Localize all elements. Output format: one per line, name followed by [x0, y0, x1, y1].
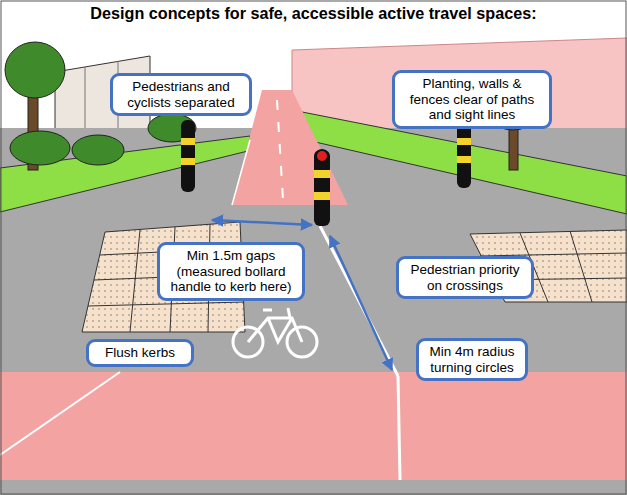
bollard [181, 120, 195, 192]
callout-box: Pedestrians and cyclists separated [110, 73, 252, 116]
lane-marking [277, 100, 283, 200]
callout-text: Min 4m radius turning circles [425, 344, 519, 375]
near-cycle-track [0, 372, 627, 480]
callout-text: Pedestrians and cyclists separated [119, 79, 243, 110]
callout-text: Pedestrian priority on crossings [405, 262, 525, 293]
callout-text: Flush kerbs [95, 345, 185, 361]
bollard [457, 120, 471, 188]
lane-edge [320, 226, 398, 376]
lane-edge [398, 376, 400, 480]
callout-box: Planting, walls & fences clear of paths … [392, 70, 552, 129]
callout-box: Min 1.5m gaps (measured bollard handle t… [157, 242, 305, 301]
bush [72, 135, 124, 165]
callout-box: Flush kerbs [86, 339, 194, 367]
callout-box: Min 4m radius turning circles [416, 338, 528, 381]
tree-crown [5, 42, 65, 98]
callout-box: Pedestrian priority on crossings [396, 256, 534, 299]
bush [10, 131, 70, 165]
dimension-arrow [212, 220, 312, 225]
bollard [314, 150, 330, 226]
bicycle-symbol [233, 308, 317, 357]
callout-text: Min 1.5m gaps (measured bollard handle t… [166, 248, 296, 295]
lane-edge [232, 140, 250, 205]
title: Design concepts for safe, accessible act… [0, 4, 627, 23]
dimension-arrow [330, 236, 392, 370]
callout-text: Planting, walls & fences clear of paths … [401, 76, 543, 123]
lane-edge [0, 372, 120, 455]
